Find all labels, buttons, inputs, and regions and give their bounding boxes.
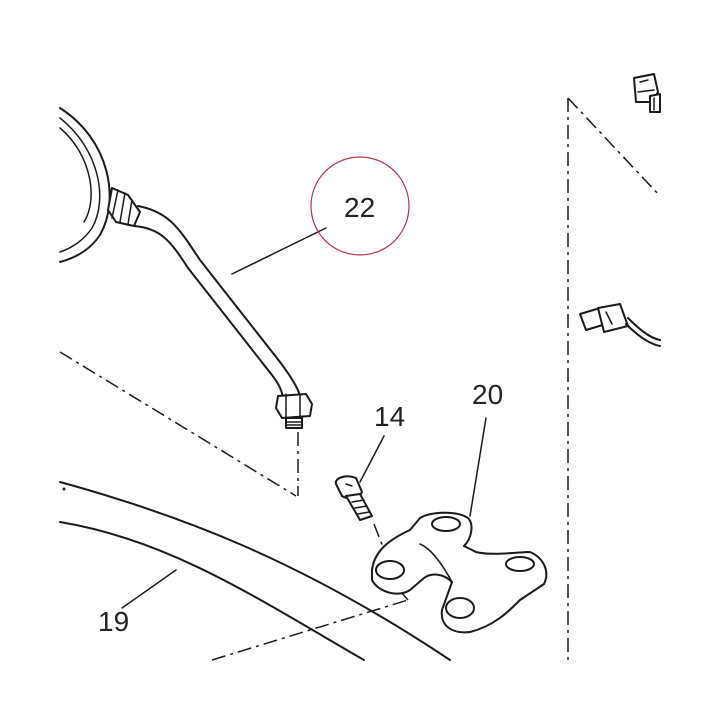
callout-19[interactable]: 19 bbox=[98, 606, 129, 637]
mirror-joint bbox=[107, 187, 141, 227]
clamp-20 bbox=[371, 511, 548, 634]
handlebar bbox=[59, 481, 451, 661]
frame-line-diagonal bbox=[567, 97, 661, 197]
mirror-head bbox=[59, 107, 111, 263]
callout-22[interactable]: 22 bbox=[344, 192, 375, 223]
leader-22 bbox=[231, 227, 327, 275]
stem-nut bbox=[275, 393, 313, 429]
highlight-circle-22 bbox=[310, 156, 410, 256]
assembly-line-left bbox=[59, 351, 297, 497]
leader-19 bbox=[121, 569, 177, 609]
assembly-line-bar bbox=[211, 599, 409, 661]
callout-14[interactable]: 14 bbox=[374, 401, 405, 432]
mirror-stem bbox=[133, 205, 301, 399]
leader-14 bbox=[359, 435, 385, 483]
leader-20 bbox=[469, 417, 487, 517]
wire-connector bbox=[579, 303, 661, 347]
connector-top-right bbox=[633, 73, 661, 113]
callout-20[interactable]: 20 bbox=[472, 379, 503, 410]
bolt-14 bbox=[334, 475, 373, 521]
